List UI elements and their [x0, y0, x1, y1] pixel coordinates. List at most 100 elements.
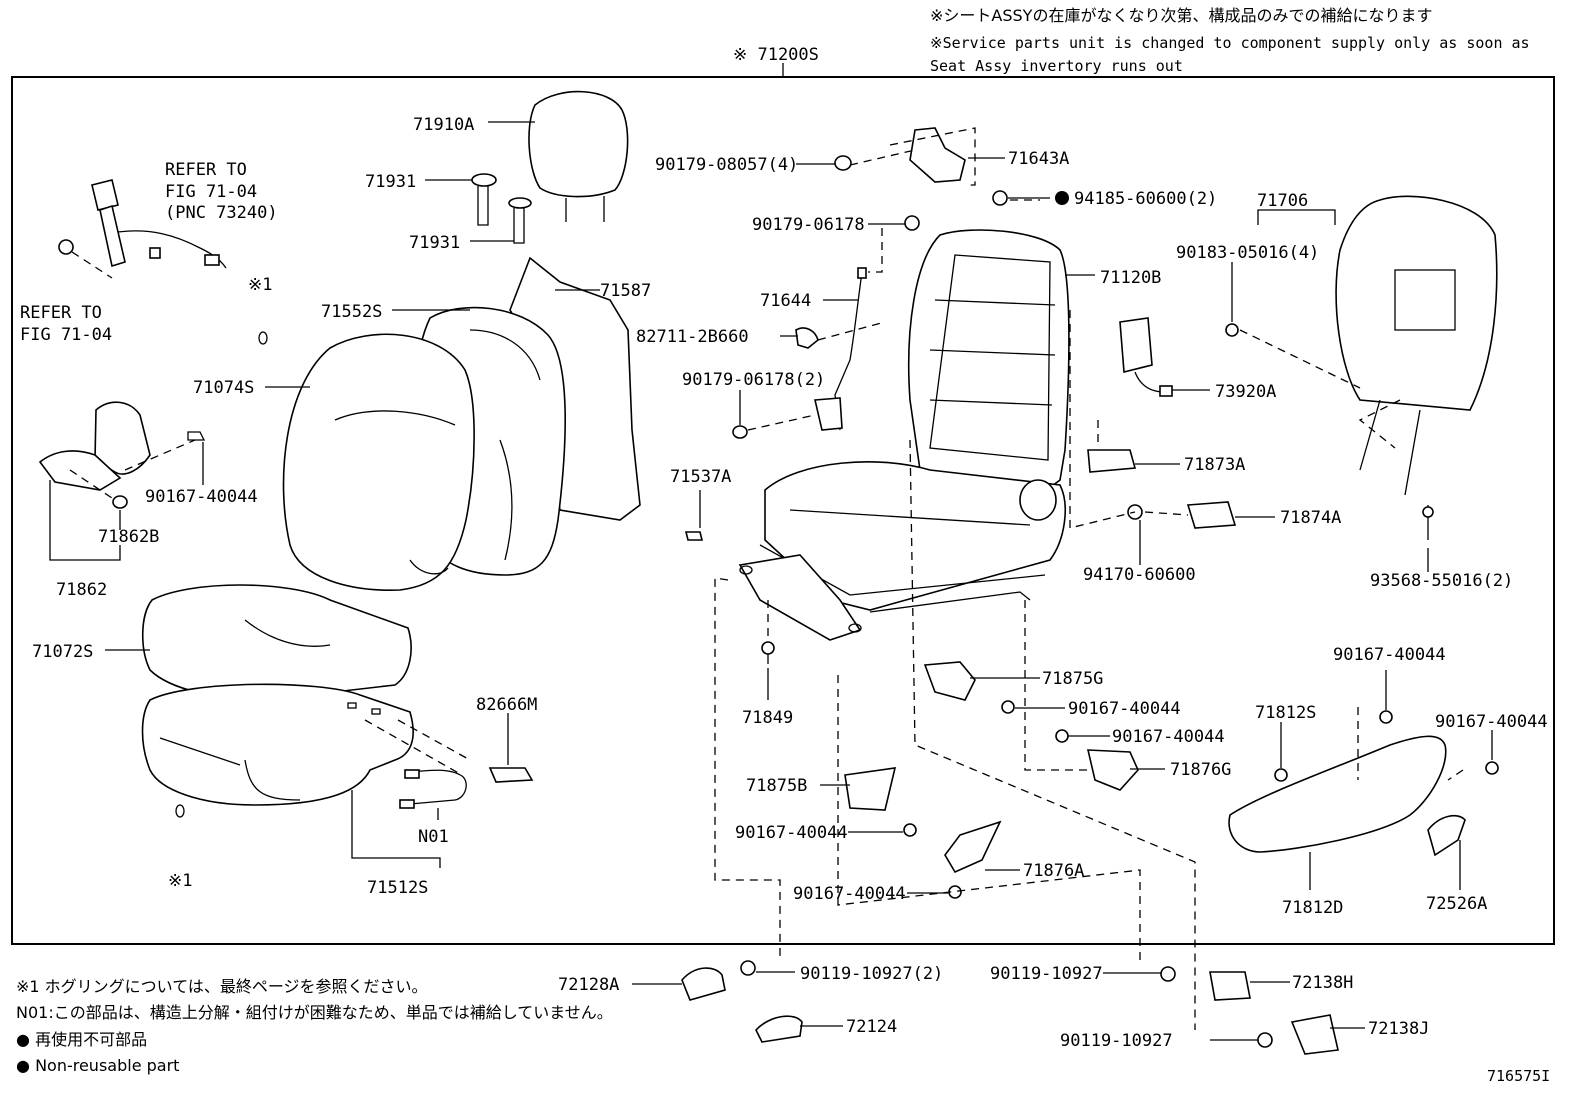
label-71072S: 71072S — [32, 642, 93, 662]
header-note-en-line2: Seat Assy invertory runs out — [930, 57, 1183, 75]
cover-72124-illustration — [755, 1015, 803, 1043]
cover-72128A-illustration — [681, 967, 726, 1001]
seat-cushion-cover-illustration — [141, 584, 412, 701]
seat-frame-illustration — [738, 229, 1070, 641]
cover-72138J-illustration — [1290, 1014, 1339, 1055]
cable-71644-illustration — [732, 267, 867, 439]
bolt-icons — [761, 641, 1499, 899]
label-82711-2B660: 82711-2B660 — [636, 327, 749, 347]
label-71644: 71644 — [760, 291, 811, 311]
label-93568-55016: 93568-55016(2) — [1370, 571, 1513, 591]
dashed-guides — [69, 127, 1464, 1030]
footer-note3-text: 再使用不可部品 — [35, 1030, 148, 1049]
assembly-label: ※ 71200S — [733, 45, 819, 65]
label-71849: 71849 — [742, 708, 793, 728]
bracket-71643A-illustration — [909, 127, 966, 183]
refer-lower-line2: FIG 71-04 — [20, 325, 112, 345]
hog-ring-marker-upper: ※1 — [248, 275, 272, 295]
label-71862: 71862 — [56, 580, 107, 600]
label-90167-d: 90167-40044 — [1435, 712, 1548, 732]
non-reusable-bullet-icon-2: ● — [16, 1056, 30, 1075]
bracket-71875G-illustration — [923, 661, 976, 701]
label-71910A: 71910A — [413, 115, 474, 135]
refer-upper-line3: (PNC 73240) — [165, 203, 278, 223]
label-71875G: 71875G — [1042, 669, 1103, 689]
label-71512S: 71512S — [367, 878, 428, 898]
seatback-cover-illustration — [282, 333, 475, 591]
pad-71537A — [684, 531, 704, 541]
cover-72138H-illustration — [1209, 971, 1251, 1001]
label-90179-06178: 90179-06178 — [752, 215, 865, 235]
hog-ring-lower — [175, 804, 185, 818]
label-71875B: 71875B — [746, 776, 807, 796]
figure-id: 716575I — [1487, 1067, 1550, 1085]
label-90167-f: 90167-40044 — [793, 884, 906, 904]
bracket-71873A-illustration — [1087, 449, 1137, 473]
non-reusable-bullet-icon: ● — [16, 1030, 30, 1049]
bracket-71876G-illustration — [1086, 749, 1139, 791]
label-94185-60600: 94185-60600(2) — [1074, 189, 1217, 209]
seat-cushion-illustration — [141, 683, 414, 806]
header-note-en-line1: ※Service parts unit is changed to compon… — [930, 34, 1530, 52]
side-cover-71812D-illustration — [1228, 735, 1447, 853]
label-90167-left: 90167-40044 — [145, 487, 258, 507]
hog-ring-upper — [258, 331, 268, 345]
footer-note4-text: Non-reusable part — [35, 1056, 180, 1075]
label-90183-05016: 90183-05016(4) — [1176, 243, 1319, 263]
label-90119-10927-b: 90119-10927 — [1060, 1031, 1173, 1051]
bracket-82666M-illustration — [488, 767, 534, 783]
label-72526A: 72526A — [1426, 894, 1487, 914]
label-90167-e: 90167-40044 — [735, 823, 848, 843]
label-90119-10927-a: 90119-10927 — [990, 964, 1103, 984]
footer-note-non-reusable-jp: ● 再使用不可部品 — [16, 1032, 147, 1048]
label-71931-b: 71931 — [409, 233, 460, 253]
label-71587: 71587 — [600, 281, 651, 301]
label-71876G: 71876G — [1170, 760, 1231, 780]
label-71812S: 71812S — [1255, 703, 1316, 723]
label-90119-10927-2: 90119-10927(2) — [800, 964, 943, 984]
label-71552S: 71552S — [321, 302, 382, 322]
bracket-71875B-illustration — [844, 767, 897, 811]
label-72124: 72124 — [846, 1017, 897, 1037]
label-72138H: 72138H — [1292, 973, 1353, 993]
label-71876A: 71876A — [1023, 861, 1084, 881]
header-note-jp: ※シートASSYの在庫がなくなり次第、構成品のみでの補給になります — [930, 6, 1433, 25]
headrest-illustration — [528, 90, 629, 222]
refer-upper-line1: REFER TO — [165, 160, 247, 180]
label-72138J: 72138J — [1368, 1019, 1429, 1039]
sensor-harness-illustration — [399, 769, 467, 809]
label-N01: N01 — [418, 827, 449, 847]
label-94170-60600: 94170-60600 — [1083, 565, 1196, 585]
label-71862B: 71862B — [98, 527, 159, 547]
label-90179-06178-2: 90179-06178(2) — [682, 370, 825, 390]
leader-lines — [49, 121, 1493, 1041]
label-73920A: 73920A — [1215, 382, 1276, 402]
seatback-board-illustration — [1225, 195, 1498, 540]
seat-belt-buckle-illustration — [58, 179, 227, 279]
label-71537A: 71537A — [670, 467, 731, 487]
label-90179-08057: 90179-08057(4) — [655, 155, 798, 175]
label-71643A: 71643A — [1008, 149, 1069, 169]
knob-cover-72526A-illustration — [1427, 814, 1466, 857]
label-90167-b: 90167-40044 — [1112, 727, 1225, 747]
footer-note-non-reusable-en: ● Non-reusable part — [16, 1058, 179, 1074]
headrest-support-illustration — [471, 173, 532, 244]
label-90167-c: 90167-40044 — [1333, 645, 1446, 665]
bracket-71876A-illustration — [944, 820, 1002, 874]
refer-upper-line2: FIG 71-04 — [165, 182, 257, 202]
bracket-71874A-illustration — [1186, 501, 1237, 529]
label-71874A: 71874A — [1280, 508, 1341, 528]
label-71706: 71706 — [1257, 191, 1308, 211]
part-labels: ※ 71200S REFER TO FIG 71-04 (PNC 73240) … — [20, 45, 1550, 1085]
label-72128A: 72128A — [558, 975, 619, 995]
label-71074S: 71074S — [193, 378, 254, 398]
label-82666M: 82666M — [476, 695, 537, 715]
label-71873A: 71873A — [1184, 455, 1245, 475]
hog-ring-marker-lower: ※1 — [168, 871, 192, 891]
refer-lower-line1: REFER TO — [20, 303, 102, 323]
label-71931-a: 71931 — [365, 172, 416, 192]
airbag-module-illustration — [1119, 317, 1173, 397]
label-90167-a: 90167-40044 — [1068, 699, 1181, 719]
side-shield-illustration — [38, 401, 206, 509]
